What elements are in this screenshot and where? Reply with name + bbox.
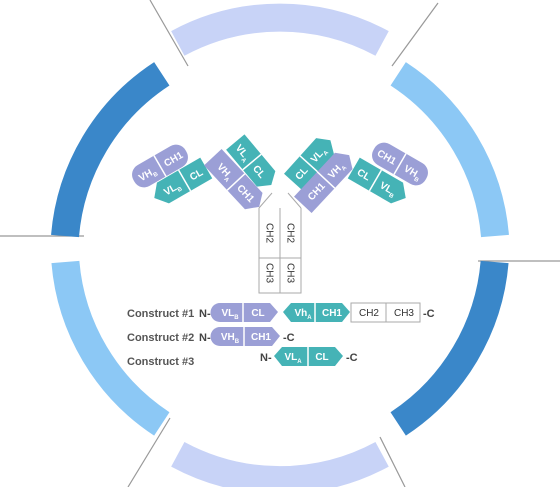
construct-1: Construct #1 N- VLB CL VhA CH1 CH2 CH3 -… [127, 302, 435, 323]
construct-3-name: Construct #3 [127, 356, 194, 368]
left-outer-light-chain: VLB CL [154, 157, 213, 204]
construct-3-c-term: -C [346, 352, 358, 364]
left-outer-light-body [154, 157, 213, 204]
construct-1-light-segment [210, 303, 278, 322]
right-outer-light-chain: CL VLB [347, 157, 406, 204]
construct-1-name: Construct #1 [127, 308, 194, 320]
construct-1-n-term: N- [199, 308, 211, 320]
construct-2-ch1-label: CH1 [251, 332, 271, 343]
ring-segment-bottom-right [390, 260, 509, 436]
divider-line-top-left [149, 0, 189, 67]
left-arm: VHB CH1 VLB CL VLA CL VHA CH1 [132, 134, 276, 210]
construct-1-cl-label: CL [251, 308, 264, 319]
fc-right-chain [279, 208, 302, 294]
left-outer-heavy-chain: VHB CH1 [132, 144, 188, 188]
right-inner-light-chain: CL VLA [284, 138, 334, 190]
construct-2: Construct #2 N- VHB CH1 -C [127, 327, 295, 346]
left-inner-light-chain: VLA CL [226, 134, 276, 187]
construct-2-vh-label: VHB [221, 332, 240, 345]
hinge-left [258, 192, 273, 209]
divider-line-bottom-left [127, 417, 171, 488]
fc-region: CH2 CH2 CH3 CH3 [258, 208, 302, 294]
construct-1-heavy-segment [283, 303, 350, 322]
construct-1-c-term: -C [423, 308, 435, 320]
ring-segment-bottom [171, 441, 389, 492]
construct-1-ch2-label: CH2 [359, 308, 379, 319]
left-inner-heavy-body [204, 148, 263, 210]
construct-1-ch1-label: CH1 [322, 308, 342, 319]
construct-1-vh-label: VhA [294, 308, 312, 321]
fc-ch3-left: CH3 [264, 263, 275, 283]
construct-3-cl-label: CL [315, 352, 328, 363]
construct-1-vl-label: VLB [221, 308, 239, 321]
ring-segment-top [171, 3, 389, 56]
fc-ch3-right: CH3 [285, 263, 296, 283]
ring [51, 3, 509, 492]
hinge-right [287, 192, 302, 209]
right-inner-heavy-body [294, 152, 353, 214]
right-outer-light-body [347, 157, 406, 204]
construct-2-c-term: -C [283, 332, 295, 344]
fc-ch2-right: CH2 [285, 223, 296, 243]
construct-3-vl-label: VLA [284, 352, 302, 365]
divider-line-bottom-right [379, 436, 406, 488]
left-inner-light-body [226, 134, 276, 187]
right-outer-heavy-chain: CH1 VHB [372, 142, 428, 186]
divider-line-top-right [391, 2, 439, 67]
fc-ch2-left: CH2 [264, 223, 275, 243]
right-arm: CL VLA CH1 VHA CH1 VHB CL VLB [284, 138, 428, 214]
right-inner-heavy-chain: CH1 VHA [294, 152, 353, 214]
construct-2-n-term: N- [199, 332, 211, 344]
construct-2-segment [210, 327, 280, 346]
ring-segment-top-left [51, 62, 170, 238]
left-inner-heavy-chain: VHA CH1 [204, 148, 263, 210]
ring-segment-bottom-left [51, 260, 170, 436]
construct-1-ch3-label: CH3 [394, 308, 414, 319]
ring-segment-top-right [390, 62, 509, 238]
construct-3: Construct #3 N- VLA CL -C [127, 347, 358, 368]
construct-2-name: Construct #2 [127, 332, 194, 344]
construct-3-n-term: N- [260, 352, 272, 364]
